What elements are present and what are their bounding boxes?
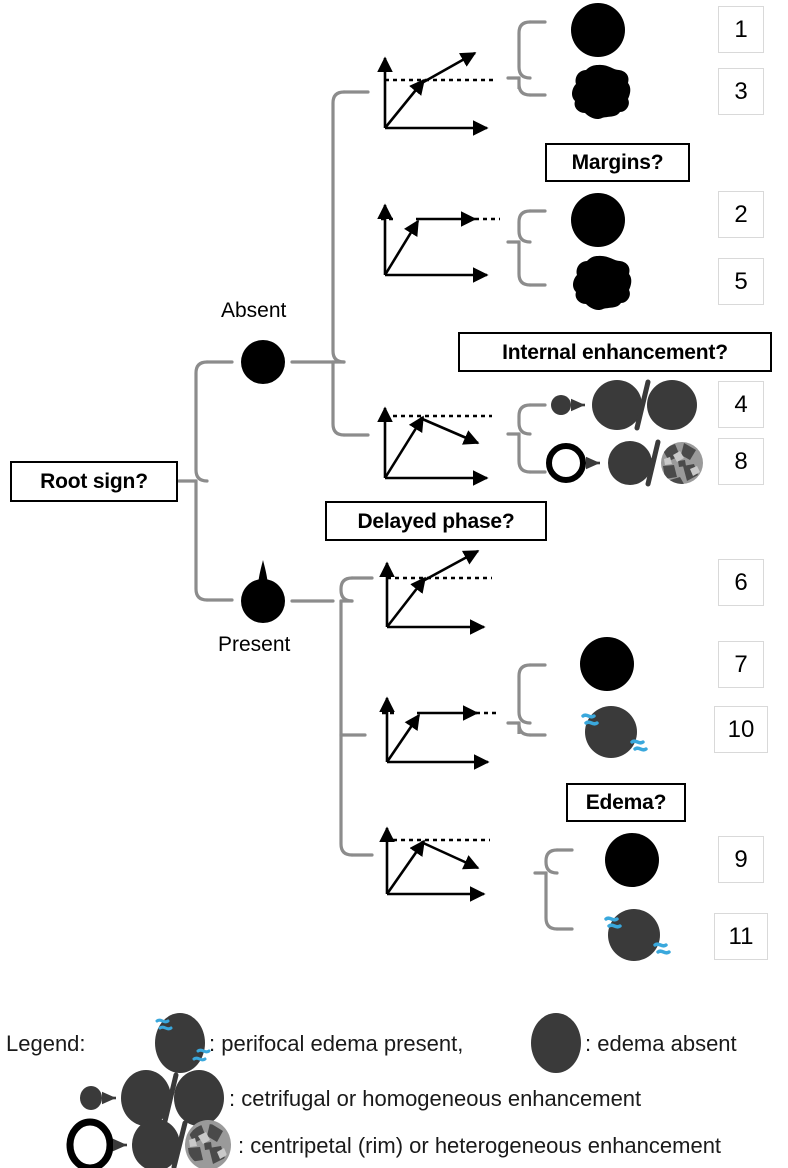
question-label-edema: Edema? [585,791,667,814]
outcome-number-box-11[interactable]: 11 [714,913,768,960]
question-box-delayed-phase[interactable]: Delayed phase? [325,501,547,541]
legend-text-edema-absent: : edema absent [585,1031,737,1056]
outcome-number-box-7[interactable]: 7 [718,641,764,688]
legend-icon-edema-present [155,1013,211,1073]
outcome-number-box-10[interactable]: 10 [714,706,768,753]
legend-row-edema: : perifocal edema present, [207,1031,463,1057]
curve-plateau-present [379,696,500,770]
outcome-number-box-5[interactable]: 5 [718,258,764,305]
question-box-edema[interactable]: Edema? [566,783,686,822]
outcome-number-box-2[interactable]: 2 [718,191,764,238]
question-label-margins: Margins? [571,151,664,174]
legend-icon-edema-absent [531,1013,581,1073]
outcome-icon-edema-absent-9 [605,833,659,887]
outcome-icon-edema-present-11 [604,909,671,961]
outcome-number-box-1[interactable]: 1 [718,6,764,53]
legend-icon-centrifugal-homogeneous [80,1070,224,1126]
curve-plateau-absent [377,203,500,283]
outcome-bracket-2-5 [506,209,547,287]
outcome-number-box-6[interactable]: 6 [718,559,764,606]
question-box-root-sign[interactable]: Root sign? [10,461,178,502]
question-box-margins[interactable]: Margins? [545,143,690,182]
legend-text-edema-present: : perifocal edema present, [209,1031,464,1056]
outcome-icon-smooth-margin-1 [571,3,625,57]
curve-washout-present [379,826,490,902]
outcome-bracket-9-11 [533,848,574,931]
outcome-number-box-4[interactable]: 4 [718,381,764,428]
outcome-bracket-4-8 [506,403,547,474]
root-connector [177,360,234,602]
legend-row-centripetal: : centripetal (rim) or heterogeneous enh… [236,1133,721,1159]
curve-persistent-absent [377,51,495,136]
outcome-icon-edema-present-10 [581,706,648,758]
outcome-icon-irregular-margin-3 [572,64,631,120]
node-label-present: Present [218,633,291,656]
outcome-icon-smooth-margin-2 [571,193,625,247]
legend-row-centrifugal: : cetrifugal or homogeneous enhancement [227,1086,641,1112]
outcome-bracket-7-10 [506,663,547,737]
curve-persistent-present [379,549,492,635]
question-label-delayed-phase: Delayed phase? [357,509,515,533]
node-label-absent: Absent [221,299,287,322]
outcome-bracket-1-3 [506,20,547,97]
legend-text-centripetal: : centripetal (rim) or heterogeneous enh… [238,1133,722,1158]
curve-washout-absent [377,406,492,486]
question-label-root-sign: Root sign? [40,470,148,493]
outcome-icon-centrifugal-homogeneous-4 [551,379,697,431]
outcome-number-box-8[interactable]: 8 [718,438,764,485]
legend-text-centrifugal: : cetrifugal or homogeneous enhancement [229,1086,642,1111]
question-box-internal-enhancement[interactable]: Internal enhancement? [458,332,772,372]
absent-node-circle-icon [241,340,285,384]
legend-title: Legend: [6,1031,86,1056]
present-branch-connector [290,576,374,857]
outcome-icon-irregular-margin-5 [573,255,632,311]
outcome-number-box-9[interactable]: 9 [718,836,764,883]
question-label-internal-enhancement: Internal enhancement? [502,340,728,364]
outcome-icon-centripetal-heterogeneous-8 [546,439,703,487]
outcome-number-box-3[interactable]: 3 [718,68,764,115]
present-node-root-sign-icon [241,560,285,623]
outcome-icon-edema-absent-7 [580,637,634,691]
legend-icon-centripetal-heterogeneous [66,1118,231,1168]
legend-row-edema-absent-text: : edema absent [583,1031,737,1057]
absent-branch-connector [290,90,370,437]
